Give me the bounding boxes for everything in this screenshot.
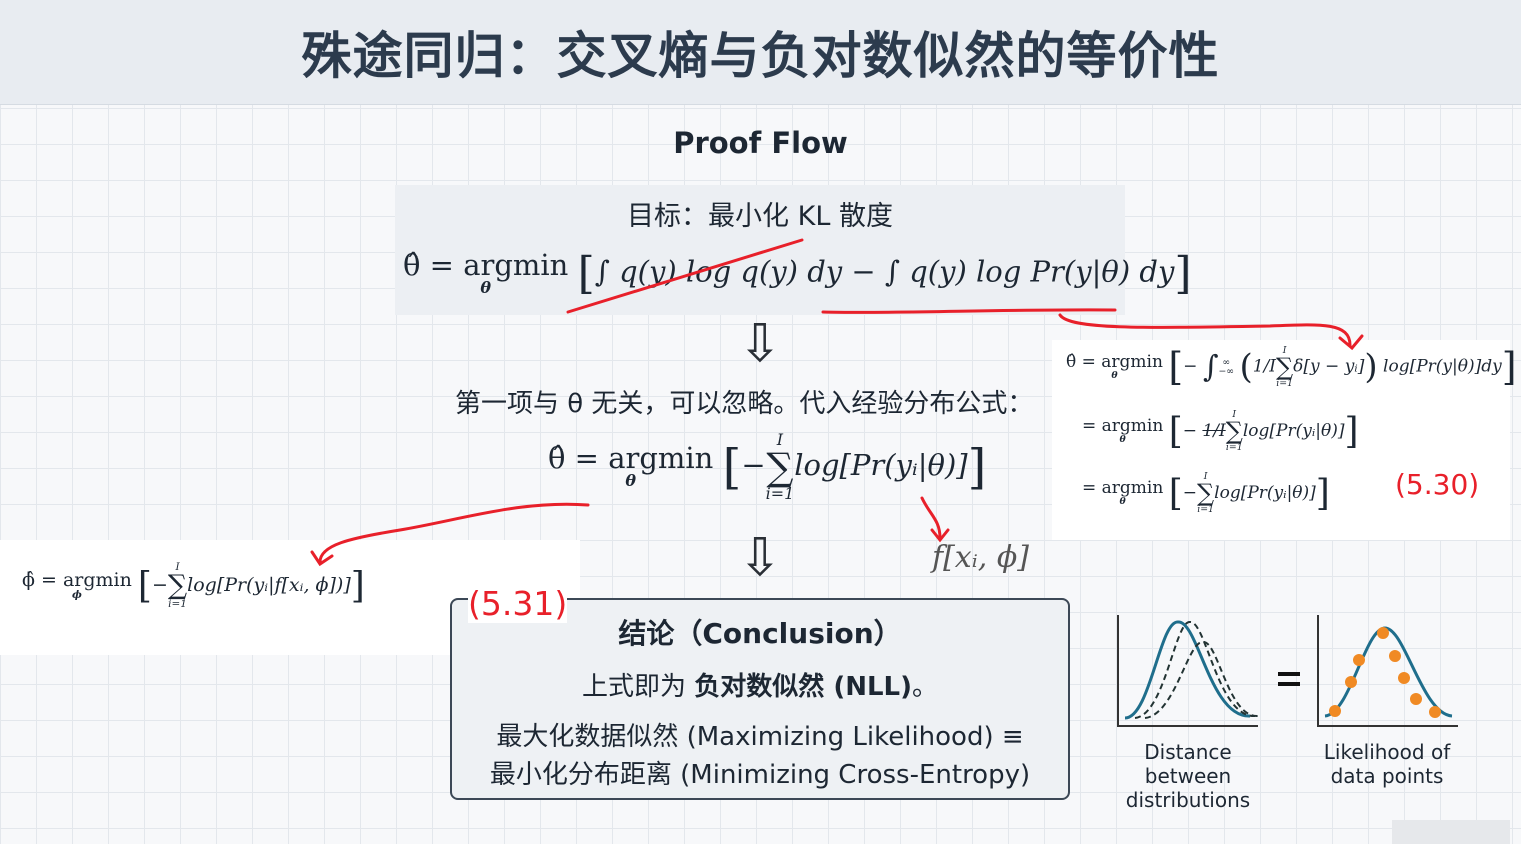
left-chart-axes	[1117, 615, 1258, 727]
data-point	[1429, 706, 1441, 718]
conclusion-box: 结论（Conclusion） 上式即为 负对数似然 (NLL)。 最大化数据似然…	[450, 598, 1070, 800]
dashed-curve-2	[1144, 641, 1259, 719]
equals-sign	[1278, 672, 1300, 686]
arrowhead-icon	[930, 528, 950, 543]
kl-term-2: ∫ q(y) log Pr(y|θ) dy	[884, 254, 1175, 289]
data-point	[1389, 650, 1401, 662]
conclusion-line-2: 最大化数据似然 (Maximizing Likelihood) ≡	[496, 722, 1024, 752]
corner-panel	[1392, 820, 1510, 844]
data-point	[1353, 654, 1365, 666]
conclusion-line-1: 上式即为 负对数似然 (NLL)。	[582, 672, 938, 702]
down-arrow-icon: ⇩	[738, 528, 782, 588]
eq-531-label: (5.31)	[468, 584, 568, 623]
data-points	[1329, 627, 1441, 718]
goal-text: 目标：最小化 KL 散度	[627, 201, 893, 232]
conclusion-line-3: 最小化分布距离 (Minimizing Cross-Entropy)	[489, 760, 1031, 790]
connector-to-fx	[920, 496, 942, 540]
right-chart-axes	[1317, 615, 1458, 727]
data-point	[1398, 672, 1410, 684]
dashed-curve-1	[1134, 621, 1256, 719]
down-arrow-icon: ⇩	[738, 314, 782, 374]
eq-530-label: (5.30)	[1395, 468, 1480, 501]
kl-term-1: ∫ q(y) log q(y) dy	[594, 254, 843, 289]
model-curve	[1124, 620, 1251, 720]
data-point	[1377, 627, 1389, 639]
conclusion-heading: 结论（Conclusion）	[618, 617, 902, 650]
proof-flow-heading: Proof Flow	[673, 126, 848, 160]
data-point	[1410, 693, 1422, 705]
title-banner: 殊途同归：交叉熵与负对数似然的等价性	[0, 0, 1521, 105]
likelihood-curve	[1324, 626, 1453, 718]
data-point	[1329, 705, 1341, 717]
step-text: 第一项与 θ 无关，可以忽略。代入经验分布公式：	[455, 389, 1034, 419]
data-point	[1345, 676, 1357, 688]
eq-530-box	[1052, 340, 1510, 540]
slide-title: 殊途同归：交叉熵与负对数似然的等价性	[301, 27, 1220, 85]
distribution-charts	[1117, 615, 1458, 727]
network-output-annotation: f[xᵢ, ϕ]	[932, 540, 1029, 575]
